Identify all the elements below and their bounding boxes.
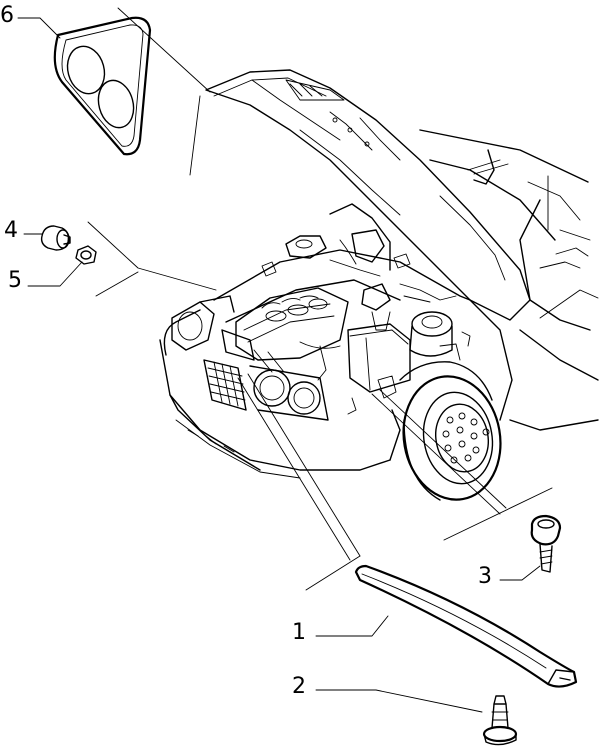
- callout-4: 4: [4, 218, 18, 243]
- part-3-bolt: [530, 514, 562, 573]
- leader-lines: [17, 7, 553, 713]
- part-5-nut: [75, 245, 97, 265]
- part-1-seal-strip: [354, 564, 578, 688]
- callout-5: 5: [8, 268, 22, 293]
- part-2-clip: [482, 695, 518, 746]
- callout-3: 3: [478, 564, 492, 589]
- wheel-bolt-holes: [442, 412, 490, 464]
- callout-2: 2: [292, 674, 306, 699]
- part-6-gasket: [53, 16, 152, 156]
- car-body: [159, 69, 599, 501]
- callout-6: 6: [0, 3, 14, 28]
- callout-1: 1: [292, 620, 306, 645]
- part-4-bump-stop: [40, 225, 71, 251]
